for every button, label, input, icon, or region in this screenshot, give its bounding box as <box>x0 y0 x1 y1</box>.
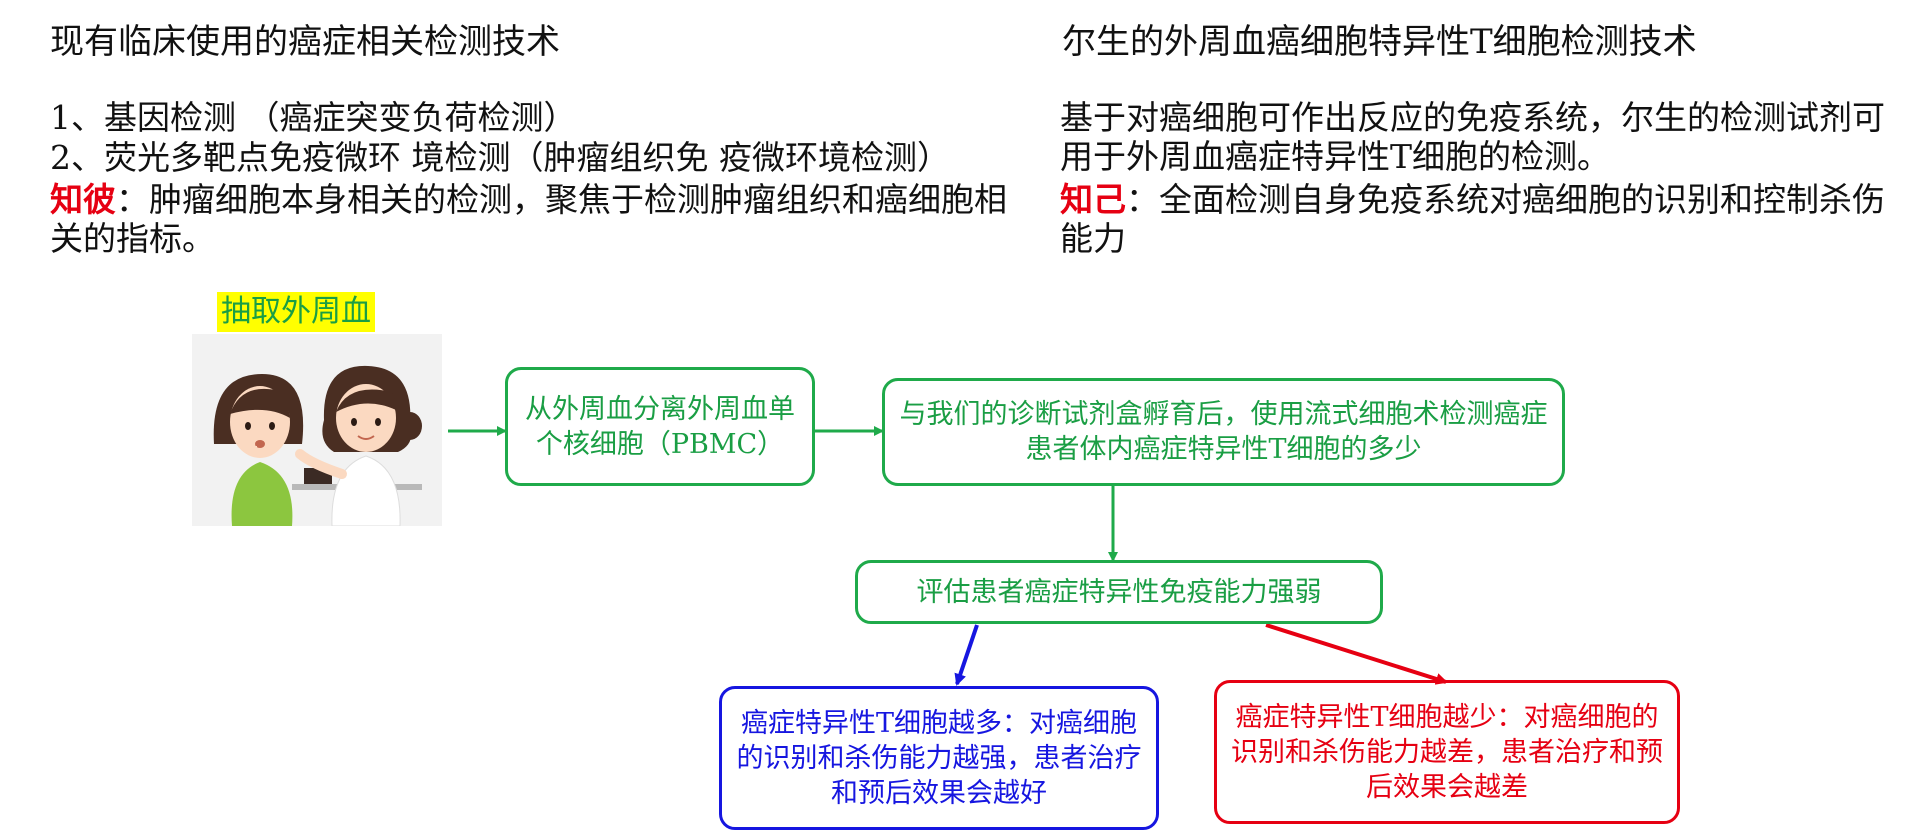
step-evaluate-immunity: 评估患者癌症特异性免疫能力强弱 <box>855 560 1383 624</box>
left-description: 知彼：肿瘤细胞本身相关的检测，聚焦于检测肿瘤组织和癌细胞相关的指标。 <box>50 180 1030 258</box>
left-desc-text: ：肿瘤细胞本身相关的检测，聚焦于检测肿瘤组织和癌细胞相关的指标。 <box>50 180 1007 258</box>
arrow-evaluate-to-less <box>1265 623 1448 685</box>
keyword-zhiji: 知己 <box>1060 180 1126 219</box>
outcome-more-t-cells: 癌症特异性T细胞越多：对癌细胞的识别和杀伤能力越强，患者治疗和预后效果会越好 <box>719 686 1159 830</box>
step-isolate-pbmc: 从外周血分离外周血单个核细胞（PBMC） <box>505 367 815 486</box>
outcome-fewer-t-cells: 癌症特异性T细胞越少：对癌细胞的识别和杀伤能力越差，患者治疗和预后效果会越差 <box>1214 680 1680 824</box>
right-title: 尔生的外周血癌细胞特异性T细胞检测技术 <box>1062 22 1697 62</box>
left-title: 现有临床使用的癌症相关检测技术 <box>50 22 560 62</box>
blood-draw-illustration <box>192 334 442 527</box>
left-item-2: 2、荧光多靶点免疫微环 境检测（肿瘤组织免 疫微环境检测） <box>50 138 950 177</box>
step-incubate-flow-cytometry: 与我们的诊断试剂盒孵育后，使用流式细胞术检测癌症患者体内癌症特异性T细胞的多少 <box>882 378 1565 486</box>
right-description: 基于对癌细胞可作出反应的免疫系统，尔生的检测试剂可用于外周血癌症特异性T细胞的检… <box>1060 98 1885 176</box>
right-description-2: 知己：全面检测自身免疫系统对癌细胞的识别和控制杀伤能力 <box>1060 180 1905 258</box>
right-desc2-text: ：全面检测自身免疫系统对癌细胞的识别和控制杀伤能力 <box>1060 180 1885 258</box>
arrow-evaluate-to-more <box>954 624 979 686</box>
left-item-1: 1、基因检测 （癌症突变负荷检测） <box>50 98 577 137</box>
blood-draw-label: 抽取外周血 <box>217 292 375 332</box>
keyword-zhibi: 知彼 <box>50 180 116 219</box>
